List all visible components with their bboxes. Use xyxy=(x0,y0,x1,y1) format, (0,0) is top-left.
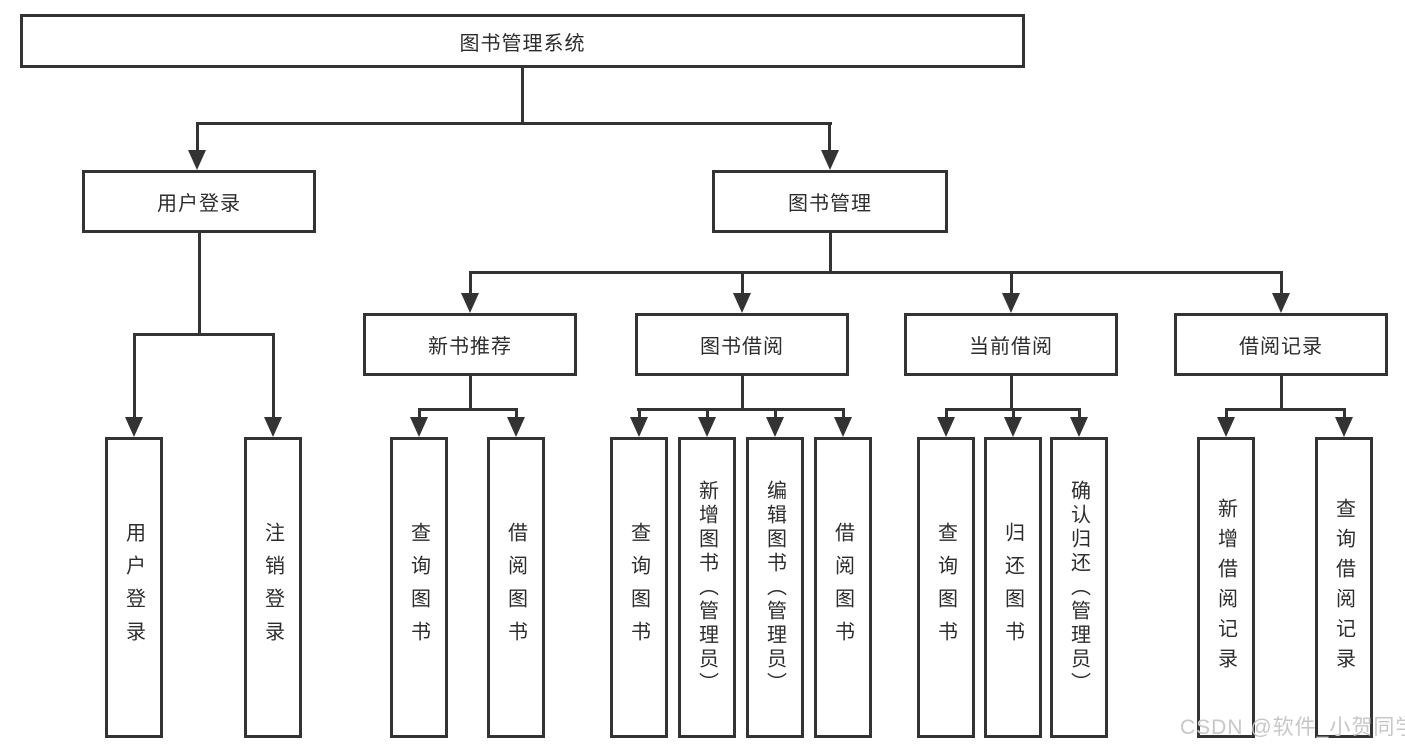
arrow-down-icon xyxy=(188,150,206,170)
leaf-query-books-current: 查询图书 xyxy=(917,437,975,738)
arrow-down-icon xyxy=(410,417,428,437)
connector-vline xyxy=(1280,271,1283,296)
connector-vline xyxy=(1280,376,1283,408)
leaf-query-books-borrowing: 查询图书 xyxy=(610,437,668,738)
connector-vline xyxy=(469,271,472,296)
connector-vline xyxy=(828,122,831,152)
connector-vline xyxy=(1012,408,1015,420)
connector-hline xyxy=(133,333,275,336)
arrow-down-icon xyxy=(125,417,143,437)
leaf-user-login: 用户登录 xyxy=(105,437,163,738)
arrow-down-icon xyxy=(1004,417,1022,437)
connector-vline xyxy=(133,333,136,420)
leaf-return-books: 归还图书 xyxy=(984,437,1042,738)
arrow-down-icon xyxy=(1272,293,1290,313)
connector-vline xyxy=(515,408,518,420)
connector-vline xyxy=(272,333,275,420)
arrow-down-icon xyxy=(698,417,716,437)
arrow-down-icon xyxy=(1335,417,1353,437)
watermark-text: CSDN @软件_小贺同学 xyxy=(1180,716,1405,739)
connector-vline xyxy=(418,408,421,420)
connector-vline xyxy=(842,408,845,420)
arrow-down-icon xyxy=(1002,293,1020,313)
connector-hline xyxy=(418,408,518,411)
connector-vline xyxy=(829,233,832,271)
leaf-borrow-books-recommend: 借阅图书 xyxy=(487,437,545,738)
connector-vline xyxy=(638,408,641,420)
arrow-down-icon xyxy=(733,293,751,313)
connector-vline xyxy=(706,408,709,420)
connector-vline xyxy=(1078,408,1081,420)
arrow-down-icon xyxy=(821,150,839,170)
connector-vline xyxy=(1010,271,1013,296)
connector-vline xyxy=(1010,376,1013,408)
connector-vline xyxy=(741,271,744,296)
connector-vline xyxy=(1343,408,1346,420)
leaf-query-books-recommend: 查询图书 xyxy=(390,437,448,738)
arrow-down-icon xyxy=(1217,417,1235,437)
connector-vline xyxy=(196,122,199,152)
leaf-logout: 注销登录 xyxy=(244,437,302,738)
connector-vline xyxy=(1225,408,1228,420)
arrow-down-icon xyxy=(766,417,784,437)
arrow-down-icon xyxy=(834,417,852,437)
arrow-down-icon xyxy=(264,417,282,437)
node-new-book-recommend: 新书推荐 xyxy=(363,313,577,376)
leaf-borrow-books-borrowing: 借阅图书 xyxy=(814,437,872,738)
connector-vline xyxy=(198,233,201,333)
connector-vline xyxy=(469,376,472,408)
leaf-add-books-admin: 新增图书（管理员） xyxy=(678,437,736,738)
leaf-query-borrow-record: 查询借阅记录 xyxy=(1315,437,1373,738)
connector-vline xyxy=(521,68,524,122)
connector-hline xyxy=(1225,408,1346,411)
node-borrowing-records: 借阅记录 xyxy=(1174,313,1388,376)
leaf-add-borrow-record: 新增借阅记录 xyxy=(1197,437,1255,738)
connector-hline xyxy=(196,122,832,125)
arrow-down-icon xyxy=(1070,417,1088,437)
node-root: 图书管理系统 xyxy=(20,14,1025,68)
connector-hline xyxy=(469,271,1283,274)
connector-vline xyxy=(741,376,744,408)
node-book-management: 图书管理 xyxy=(712,170,948,233)
leaf-confirm-return-admin: 确认归还（管理员） xyxy=(1050,437,1108,738)
connector-hline xyxy=(637,408,845,411)
node-user-login: 用户登录 xyxy=(82,170,316,233)
arrow-down-icon xyxy=(937,417,955,437)
node-book-borrowing: 图书借阅 xyxy=(635,313,849,376)
arrow-down-icon xyxy=(630,417,648,437)
arrow-down-icon xyxy=(507,417,525,437)
connector-vline xyxy=(774,408,777,420)
arrow-down-icon xyxy=(461,293,479,313)
leaf-edit-books-admin: 编辑图书（管理员） xyxy=(746,437,804,738)
connector-vline xyxy=(945,408,948,420)
node-current-borrowing: 当前借阅 xyxy=(904,313,1118,376)
